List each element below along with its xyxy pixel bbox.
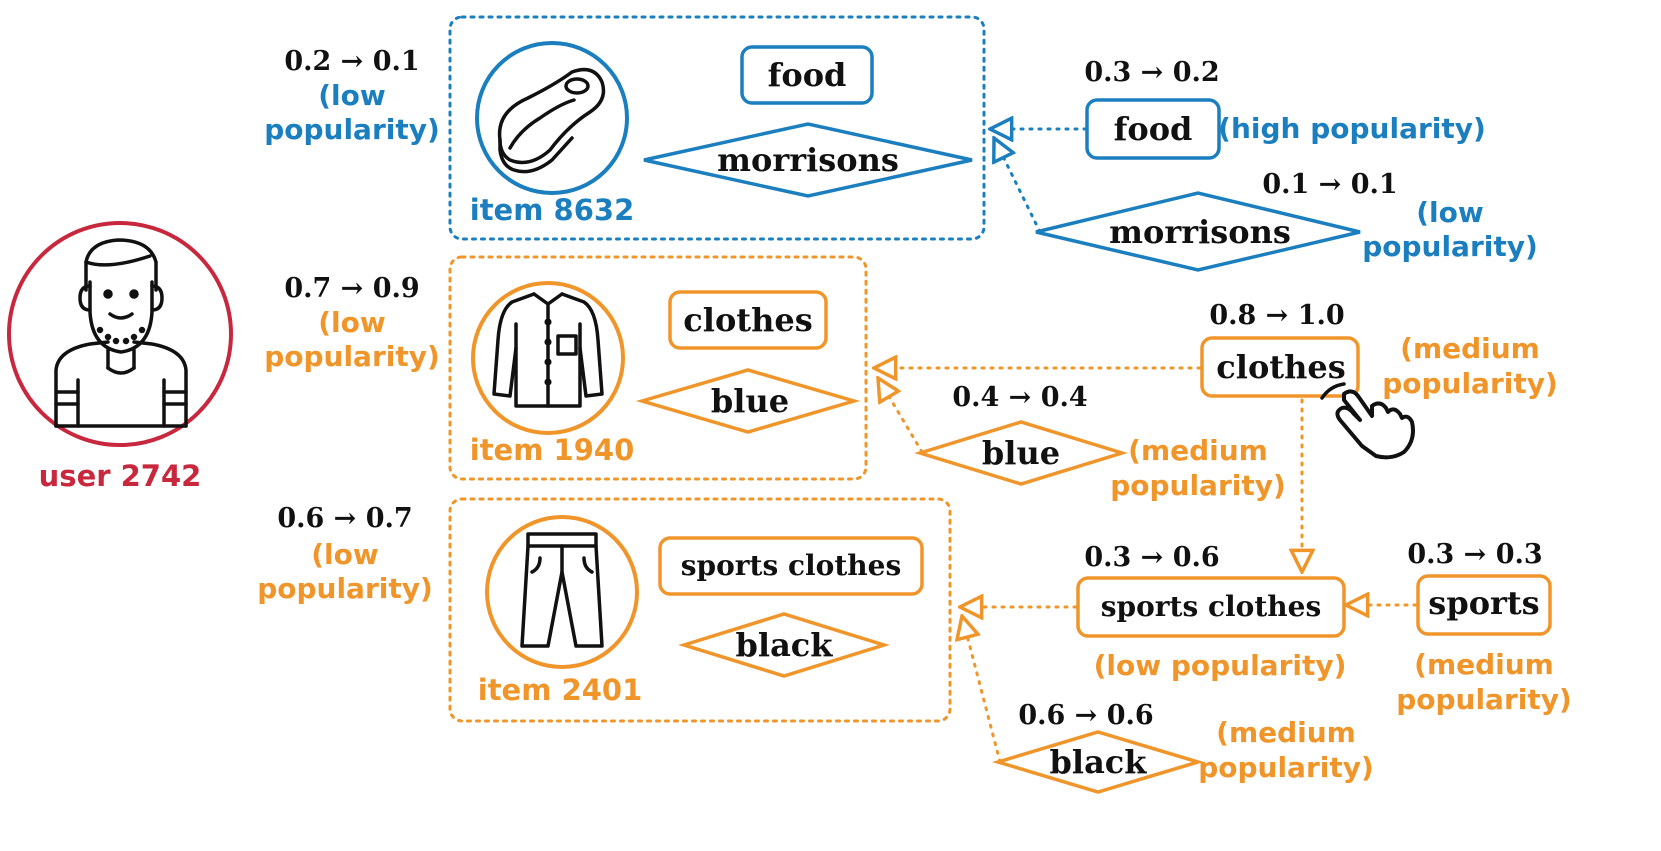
item-8632-popularity-1: (low xyxy=(318,79,386,112)
item-2401-category-box xyxy=(658,536,924,596)
attr-black-score: 0.6 → 0.6 xyxy=(1018,700,1153,731)
attr-blue-popularity-1: (medium xyxy=(1128,434,1268,467)
attr-morrisons-popularity-1: (low xyxy=(1416,196,1484,229)
attr-sports-clothes-label: sports clothes xyxy=(1101,590,1321,623)
item-1940-brand-label: blue xyxy=(711,382,789,420)
user-node: user 2742 xyxy=(7,221,233,493)
attr-sports-label: sports xyxy=(1428,584,1539,622)
attr-sports-box[interactable] xyxy=(1416,574,1552,636)
item-2401-caption: item 2401 xyxy=(478,673,643,707)
attr-blue-score: 0.4 → 0.4 xyxy=(952,382,1087,413)
item-1940-popularity-1: (low xyxy=(318,306,386,339)
user-label: user 2742 xyxy=(39,459,202,493)
item-1940-brand-diamond xyxy=(635,368,861,434)
attr-blue-label: blue xyxy=(982,434,1060,472)
attr-black-popularity-2: popularity) xyxy=(1198,751,1374,784)
attr-morrisons-score: 0.1 → 0.1 xyxy=(1262,169,1397,200)
attr-black-popularity-1: (medium xyxy=(1216,716,1356,749)
user-circle xyxy=(7,221,233,447)
attr-black-label: black xyxy=(1050,743,1148,781)
trousers-icon xyxy=(520,532,604,648)
item-1940-frame xyxy=(448,255,868,481)
edge-black-to-item-2401 xyxy=(962,616,1002,764)
connectors xyxy=(874,129,1418,764)
attr-clothes-popularity-1: (medium xyxy=(1400,332,1540,365)
item-1940-category-label: clothes xyxy=(683,301,812,339)
item-2401-brand-label: black xyxy=(736,626,834,664)
item-8632-node: item 8632 food morrisons xyxy=(448,15,986,241)
item-1940-caption: item 1940 xyxy=(470,433,635,467)
item-8632-frame xyxy=(448,15,986,241)
item-8632-popularity-2: popularity) xyxy=(264,113,440,146)
steak-icon xyxy=(497,67,606,174)
attr-morrisons-diamond[interactable] xyxy=(1035,191,1361,272)
item-1940-popularity-2: popularity) xyxy=(264,340,440,373)
item-8632-caption: item 8632 xyxy=(470,193,635,227)
edge-blue-to-item-1940 xyxy=(878,378,924,454)
attr-sports-clothes-box[interactable] xyxy=(1076,576,1346,638)
item-8632-category-label: food xyxy=(768,56,847,94)
attr-black-diamond[interactable] xyxy=(991,730,1205,794)
attr-sports-clothes-popularity: (low popularity) xyxy=(1094,649,1347,682)
item-2401-category-label: sports clothes xyxy=(681,549,901,582)
item-2401-node: item 2401 sports clothes black xyxy=(448,497,952,723)
attr-sports-popularity-1: (medium xyxy=(1414,648,1554,681)
item-2401-popularity-1: (low xyxy=(311,538,379,571)
attr-clothes-score: 0.8 → 1.0 xyxy=(1209,300,1344,331)
item-8632-brand-label: morrisons xyxy=(717,141,899,179)
attr-clothes-box[interactable] xyxy=(1200,336,1360,398)
attr-food-box[interactable] xyxy=(1085,98,1221,160)
item-2401-frame xyxy=(448,497,952,723)
attr-food-score: 0.3 → 0.2 xyxy=(1084,57,1219,88)
attr-sports-popularity-2: popularity) xyxy=(1396,683,1572,716)
attr-morrisons-popularity-2: popularity) xyxy=(1362,230,1538,263)
edge-morrisons-to-item-8632 xyxy=(994,138,1042,234)
attr-blue-diamond[interactable] xyxy=(914,420,1128,486)
attr-clothes-label: clothes xyxy=(1216,348,1345,386)
item-8632-circle xyxy=(475,41,629,195)
user-avatar-icon xyxy=(54,238,188,428)
item-2401-popularity-2: popularity) xyxy=(257,572,433,605)
item-2401-score: 0.6 → 0.7 xyxy=(277,503,412,534)
attr-food-label: food xyxy=(1114,110,1193,148)
attr-sports-score: 0.3 → 0.3 xyxy=(1407,539,1542,570)
item-8632-brand-diamond xyxy=(643,122,973,198)
item-2401-circle xyxy=(485,515,639,669)
shirt-icon xyxy=(492,292,604,408)
item-1940-score: 0.7 → 0.9 xyxy=(284,273,419,304)
attr-clothes-popularity-2: popularity) xyxy=(1382,367,1558,400)
hand-pointer-icon xyxy=(1320,382,1415,460)
attr-food-popularity: (high popularity) xyxy=(1218,112,1486,145)
attr-morrisons-label: morrisons xyxy=(1109,213,1291,251)
item-8632-score: 0.2 → 0.1 xyxy=(284,46,419,77)
item-2401-brand-diamond xyxy=(678,612,890,678)
attr-blue-popularity-2: popularity) xyxy=(1110,469,1286,502)
item-1940-node: item 1940 clothes blue xyxy=(448,255,868,481)
item-8632-category-box xyxy=(740,45,874,105)
attr-sports-clothes-score: 0.3 → 0.6 xyxy=(1084,542,1219,573)
item-1940-category-box xyxy=(668,290,828,350)
